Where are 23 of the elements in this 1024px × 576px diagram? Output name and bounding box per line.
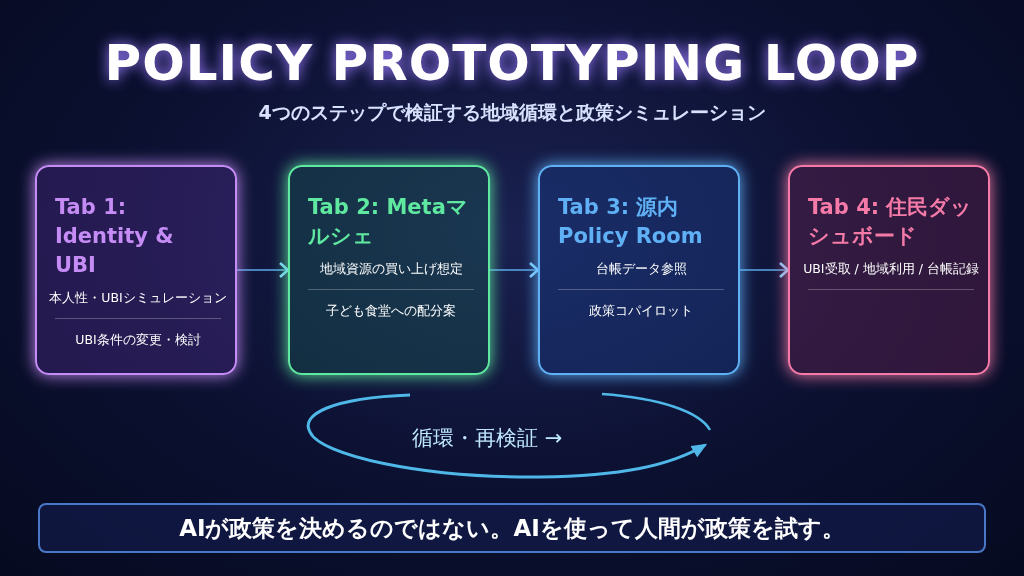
card-text: UBI受取 / 地域利用 / 台帳記録: [802, 261, 980, 278]
title: POLICY PROTOTYPING LOOP: [104, 34, 920, 92]
arrow: [236, 261, 290, 279]
card-text: 本人性・UBIシミュレーション: [48, 290, 228, 307]
card-text: 地域資源の買い上げ想定: [318, 261, 464, 278]
tab-card: [538, 165, 740, 375]
loop-label: 循環・再検証 →: [412, 426, 563, 450]
card-text: 子ども食堂への配分案: [325, 303, 457, 320]
tab-card: [788, 165, 990, 375]
card-heading: Tab 3: 源内 Policy Room: [558, 194, 704, 250]
tab-card: [35, 165, 237, 375]
message-banner: [38, 503, 986, 553]
card-heading: Tab 1: Identity & UBI: [55, 194, 175, 279]
card-heading: Tab 4: 住民ダッシュボード: [808, 194, 974, 250]
banner-text: AIが政策を決めるのではない。AIを使って人間が政策を試す。: [179, 513, 845, 543]
tab-card: [288, 165, 490, 375]
arrow: [739, 261, 790, 279]
card-heading: Tab 2: Metaマルシェ: [308, 194, 469, 250]
card-text: 政策コパイロット: [588, 303, 694, 320]
subtitle: 4つのステップで検証する地域循環と政策シミュレーション: [258, 101, 766, 123]
card-text: 台帳データ参照: [594, 261, 688, 278]
card-text: UBI条件の変更・検討: [74, 332, 202, 349]
arrow: [489, 261, 540, 279]
